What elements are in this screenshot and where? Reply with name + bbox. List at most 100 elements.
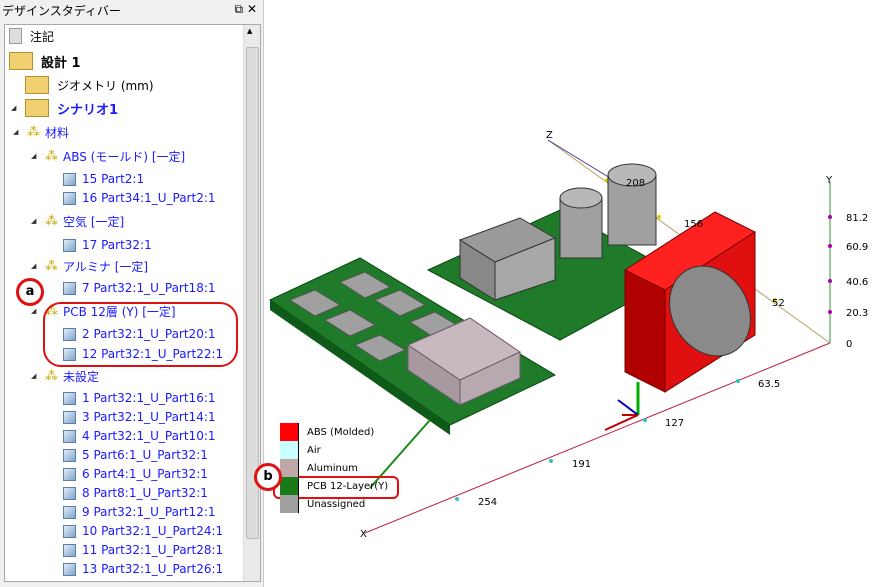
expand-toggle-icon[interactable]: ◢: [31, 307, 37, 315]
x-tick: 63.5: [758, 379, 780, 390]
tree-item[interactable]: 設計 1: [9, 52, 81, 71]
part-icon: [63, 327, 76, 341]
tree-item-label: 5 Part6:1_U_Part32:1: [82, 448, 208, 462]
tree-item-label: ABS (モールド) [一定]: [63, 149, 186, 164]
callout-a: a: [16, 278, 44, 306]
capacitor-large-top: [607, 163, 657, 187]
note-icon: [9, 28, 22, 44]
transformer-front: [494, 237, 556, 301]
legend-swatch: [280, 495, 299, 513]
heatsink-front: [459, 351, 521, 406]
tree-item[interactable]: ◢ ⁂ 未設定: [31, 367, 100, 385]
y-tick: 0: [846, 339, 852, 350]
tree-item[interactable]: 13 Part32:1_U_Part26:1: [63, 560, 223, 578]
tree-item[interactable]: ◢⁂ABS (モールド) [一定]: [31, 147, 186, 165]
legend-swatch: [280, 423, 299, 441]
expand-toggle-icon[interactable]: ◢: [31, 262, 37, 270]
material-icon: ⁂: [45, 368, 58, 384]
tree-item[interactable]: ◢ シナリオ1: [11, 99, 119, 118]
tree-item[interactable]: 6 Part4:1_U_Part32:1: [63, 465, 208, 483]
legend-swatch: [280, 441, 299, 459]
tree-item[interactable]: 11 Part32:1_U_Part28:1: [63, 541, 223, 559]
legend-item: PCB 12-Layer(Y): [280, 477, 388, 495]
legend-label: Unassigned: [307, 498, 366, 510]
tree-item-label: 空気 [一定]: [63, 214, 125, 229]
tree-item-label: 16 Part34:1_U_Part2:1: [82, 191, 216, 205]
3d-viewport[interactable]: Y Z X 81.2 60.9 40.6 20.3 0 63.5 127 191…: [264, 0, 896, 587]
tree-item[interactable]: 7 Part32:1_U_Part18:1: [63, 279, 216, 297]
tree-item[interactable]: ◢ ⁂ 空気 [一定]: [31, 212, 125, 230]
expand-toggle-icon[interactable]: ◢: [11, 104, 17, 112]
tree-item[interactable]: 16 Part34:1_U_Part2:1: [63, 189, 216, 207]
tree-item-label: アルミナ [一定]: [63, 259, 149, 274]
tree-item[interactable]: 17 Part32:1: [63, 236, 152, 254]
z-axis: [547, 139, 611, 179]
tree-item-label: 17 Part32:1: [82, 238, 152, 252]
expand-toggle-icon[interactable]: ◢: [31, 152, 37, 160]
part-icon: [63, 448, 76, 462]
x-axis: [364, 342, 831, 534]
tree-item[interactable]: 2 Part32:1_U_Part20:1: [63, 325, 216, 343]
tree-item-label: 10 Part32:1_U_Part24:1: [82, 524, 224, 538]
part-icon: [63, 347, 76, 361]
tree-item[interactable]: 3 Part32:1_U_Part14:1: [63, 408, 216, 426]
tree-item-label: 未設定: [63, 369, 100, 384]
expand-toggle-icon[interactable]: ◢: [31, 372, 37, 380]
tree-item[interactable]: ◢ ⁂ 材料: [13, 123, 70, 141]
material-icon: ⁂: [45, 303, 58, 319]
material-icon: ⁂: [45, 213, 58, 229]
y-tick: 20.3: [846, 308, 868, 319]
tree-item-label: 8 Part8:1_U_Part32:1: [82, 486, 208, 500]
tree-item[interactable]: 12 Part32:1_U_Part22:1: [63, 345, 223, 363]
z-tick: 156: [684, 219, 703, 230]
part-icon: [63, 238, 76, 252]
tree-item[interactable]: 8 Part8:1_U_Part32:1: [63, 484, 208, 502]
tree-item[interactable]: 9 Part32:1_U_Part12:1: [63, 503, 216, 521]
material-icon: ⁂: [27, 124, 40, 140]
close-icon[interactable]: ✕: [246, 2, 257, 16]
part-icon: [63, 429, 76, 443]
y-tick: 40.6: [846, 277, 868, 288]
geometry-icon: [25, 76, 49, 94]
legend-item: Aluminum: [280, 459, 388, 477]
scrollbar-thumb[interactable]: [246, 47, 259, 539]
triad-z-icon: [617, 399, 639, 416]
tree-item-label: 13 Part32:1_U_Part26:1: [82, 562, 224, 576]
tree-item[interactable]: 注記: [9, 27, 54, 45]
tree-item-label: 11 Part32:1_U_Part28:1: [82, 543, 224, 557]
part-icon: [63, 191, 76, 205]
legend-label: ABS (Molded): [307, 426, 375, 438]
scroll-up-icon[interactable]: ▲: [247, 27, 253, 35]
tree-item-label: 15 Part2:1: [82, 172, 145, 186]
legend-swatch: [280, 477, 299, 495]
tree-item[interactable]: ◢⁂PCB 12層 (Y) [一定]: [31, 302, 176, 320]
tree-item[interactable]: 10 Part32:1_U_Part24:1: [63, 522, 223, 540]
x-tick: 191: [572, 459, 591, 470]
pcb-edge: [270, 300, 450, 435]
tree-item-label: シナリオ1: [57, 102, 119, 118]
legend-item: Unassigned: [280, 495, 388, 513]
scrollbar[interactable]: ▲: [243, 25, 260, 581]
tree-item-label: 9 Part32:1_U_Part12:1: [82, 505, 216, 519]
part-icon: [63, 486, 76, 500]
legend-label: PCB 12-Layer(Y): [307, 480, 389, 492]
tree-item-label: 材料: [45, 125, 70, 140]
tree-item-label: 6 Part4:1_U_Part32:1: [82, 467, 208, 481]
tree-item[interactable]: 4 Part32:1_U_Part10:1: [63, 427, 216, 445]
part-icon: [63, 281, 76, 295]
tree-item[interactable]: ジオメトリ (mm): [25, 76, 154, 94]
y-tick: 81.2: [846, 213, 868, 224]
fan-housing-side: [624, 269, 666, 393]
x-axis-label: X: [360, 529, 367, 540]
tree-item[interactable]: ◢⁂アルミナ [一定]: [31, 257, 149, 275]
z-axis-label: Z: [546, 130, 553, 141]
capacitor-top: [559, 187, 603, 209]
tree-item[interactable]: 5 Part6:1_U_Part32:1: [63, 446, 208, 464]
tree-item[interactable]: 15 Part2:1: [63, 170, 144, 188]
expand-toggle-icon[interactable]: ◢: [13, 128, 19, 136]
restore-icon[interactable]: ⧉: [234, 2, 244, 16]
expand-toggle-icon[interactable]: ◢: [31, 217, 37, 225]
tree-item[interactable]: 1 Part32:1_U_Part16:1: [63, 389, 216, 407]
x-tick: 127: [665, 418, 684, 429]
